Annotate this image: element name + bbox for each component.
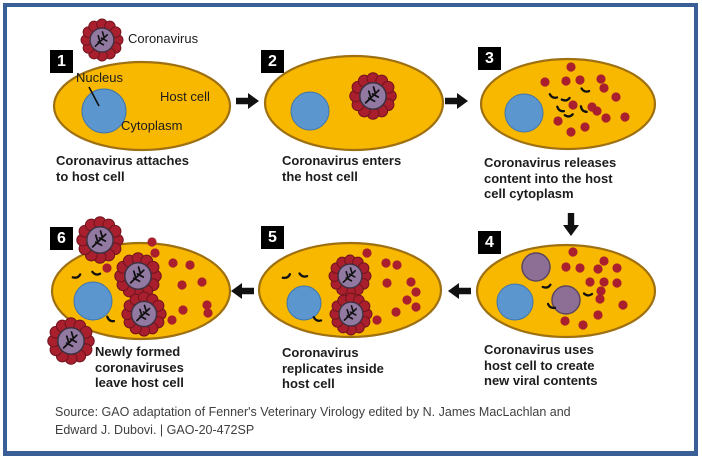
arrow-step3-to-step4 [563, 213, 579, 236]
new-viral-capsid [551, 285, 581, 315]
arrow-step1-to-step2 [236, 93, 259, 109]
step1-number-badge: 1 [50, 50, 73, 73]
arrow-step5-to-step6 [231, 283, 254, 299]
viral-content-dots [362, 248, 421, 325]
cytoplasm-label: Cytoplasm [121, 118, 183, 133]
released-viral-content-dots [540, 62, 630, 137]
coronavirus-attached-icon [80, 18, 124, 62]
host-cell-label: Host cell [160, 89, 210, 104]
new-viral-content-dots [560, 247, 628, 330]
step5-caption: Coronavirus replicates inside host cell [282, 345, 384, 391]
arrow-step2-to-step3 [445, 93, 468, 109]
nucleus-pointer-line [88, 86, 100, 107]
step5-number-badge: 5 [261, 226, 284, 249]
step1-host-cell [52, 18, 232, 152]
coronavirus-label: Coronavirus [128, 31, 199, 46]
step4-host-cell [475, 243, 657, 339]
new-viral-capsid [521, 252, 551, 282]
step1-caption: Coronavirus attaches to host cell [56, 153, 189, 184]
step2-number-badge: 2 [261, 50, 284, 73]
step2-caption: Coronavirus enters the host cell [282, 153, 402, 184]
nucleus-label: Nucleus [76, 70, 123, 85]
step5-host-cell [257, 241, 443, 339]
step3-host-cell [479, 57, 657, 151]
step6-caption: Newly formed coronaviruses leave host ce… [95, 344, 184, 390]
step2-host-cell [263, 54, 445, 152]
step4-number-badge: 4 [478, 231, 501, 254]
step4-caption: Coronavirus uses host cell to create new… [484, 342, 598, 388]
viral-content-dots [102, 237, 213, 325]
step6-host-cell [46, 215, 232, 366]
step3-caption: Coronavirus releases content into the ho… [484, 155, 617, 201]
source-note: Source: GAO adaptation of Fenner's Veter… [55, 405, 571, 437]
step3-number-badge: 3 [478, 47, 501, 70]
step6-number-badge: 6 [50, 227, 73, 250]
arrow-step4-to-step5 [448, 283, 471, 299]
